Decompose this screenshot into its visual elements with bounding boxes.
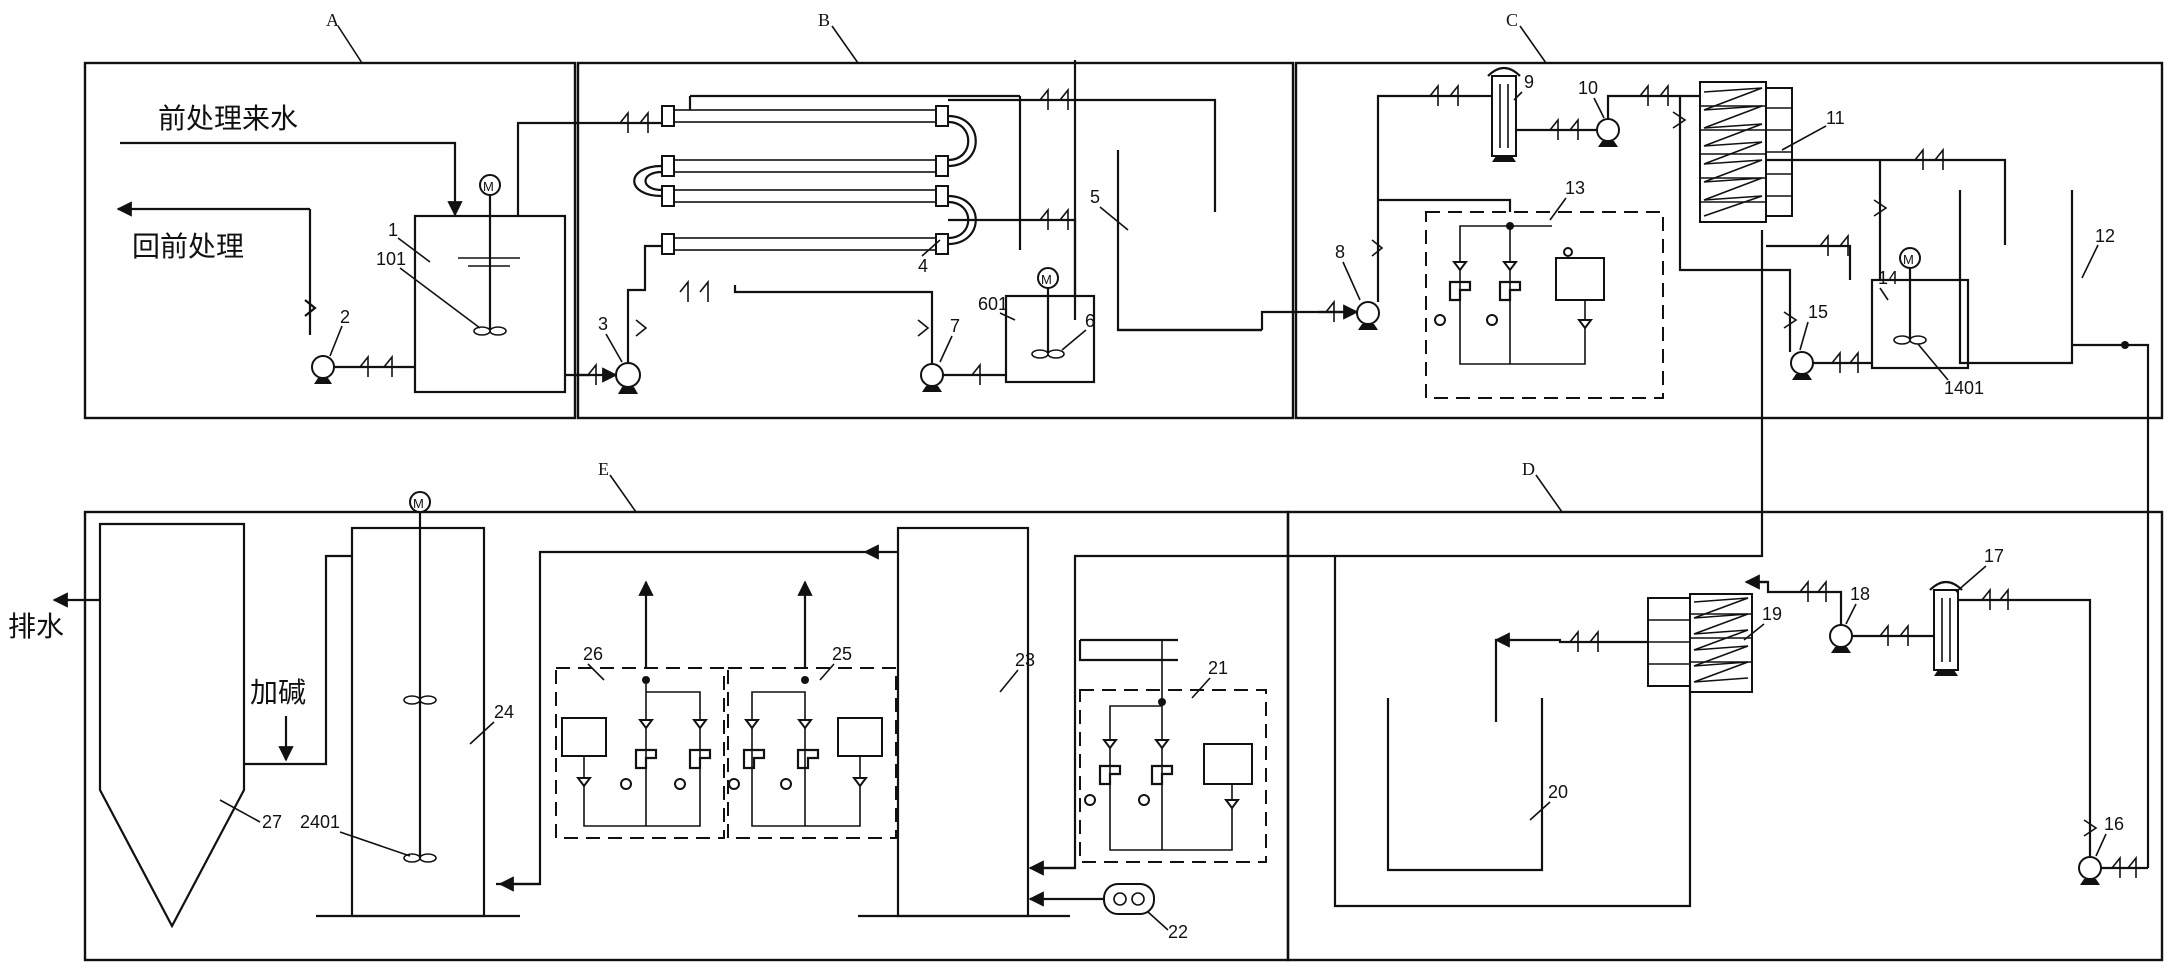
label-22: 22 [1168, 922, 1188, 942]
pump-18 [1829, 624, 1853, 648]
section-label-d: D [1522, 459, 1535, 479]
clarifier-27 [98, 522, 246, 929]
pump-2 [311, 355, 335, 379]
section-c: 8 9 10 [1318, 66, 2150, 868]
reactor-24 [350, 526, 486, 918]
return-pretreat-text: 回前处理 [132, 230, 244, 263]
label-23: 23 [1015, 650, 1035, 670]
pump-10 [1596, 118, 1620, 142]
label-4: 4 [918, 256, 928, 276]
label-12: 12 [2095, 226, 2115, 246]
dosing-skid-13 [1425, 211, 1664, 399]
heat-exchanger-4 [633, 94, 1022, 255]
label-2: 2 [340, 307, 350, 327]
label-24: 24 [494, 702, 514, 722]
tank-14 [1870, 278, 1970, 370]
pump-7 [920, 363, 944, 387]
label-20: 20 [1548, 782, 1568, 802]
dosing-skid-25 [727, 580, 897, 839]
svg-text:M: M [1041, 272, 1052, 287]
label-10: 10 [1578, 78, 1598, 98]
section-label-e: E [598, 459, 609, 479]
label-21: 21 [1208, 658, 1228, 678]
label-19: 19 [1762, 604, 1782, 624]
section-d: 16 17 18 [1333, 230, 2148, 908]
section-c-frame [1294, 61, 2164, 420]
blower-22 [1103, 883, 1155, 915]
tank-6 [1004, 294, 1096, 384]
pump-8 [1356, 301, 1380, 325]
filter-17 [1929, 580, 1963, 676]
section-b: 3 4 [576, 60, 1345, 394]
label-17: 17 [1984, 546, 2004, 566]
label-14: 14 [1878, 268, 1898, 288]
label-25: 25 [832, 644, 852, 664]
heat-exchanger-19 [1647, 593, 1753, 693]
heat-exchanger-11 [1699, 81, 1793, 223]
pretreat-inflow-text: 前处理来水 [158, 102, 298, 135]
section-frames [83, 61, 2164, 962]
label-11: 11 [1826, 108, 1845, 128]
section-b-frame [576, 61, 1295, 420]
label-27: 27 [262, 812, 282, 832]
tank-12 [1958, 190, 2074, 365]
pump-3 [615, 362, 641, 388]
section-d-frame [1286, 510, 2164, 962]
label-1: 1 [388, 220, 398, 240]
tower-23 [896, 526, 1030, 918]
svg-text:M: M [483, 179, 494, 194]
tank-20 [1386, 698, 1544, 872]
section-a-frame [83, 61, 577, 420]
section-label-b: B [818, 10, 830, 30]
pump-15 [1790, 351, 1814, 375]
svg-text:M: M [413, 496, 424, 511]
svg-text:M: M [1903, 252, 1914, 267]
drain-text: 排水 [8, 610, 64, 643]
tank-5 [1116, 150, 1262, 332]
label-5: 5 [1090, 187, 1100, 207]
label-15: 15 [1808, 302, 1828, 322]
label-2401: 2401 [300, 812, 340, 832]
label-9: 9 [1524, 72, 1534, 92]
section-callouts: A B C E D [326, 10, 1563, 513]
section-label-a: A [326, 10, 339, 30]
dosing-skid-26 [555, 580, 725, 839]
label-13: 13 [1565, 178, 1585, 198]
label-16: 16 [2104, 814, 2124, 834]
section-a: 前处理来水 回前处理 M 1 101 2 [116, 102, 605, 394]
filter-9 [1487, 66, 1521, 162]
label-6: 6 [1085, 311, 1095, 331]
section-e: 23 22 [8, 491, 1335, 942]
pump-16 [2078, 856, 2102, 880]
section-label-c: C [1506, 10, 1518, 30]
label-101: 101 [376, 249, 406, 269]
dosing-skid-21 [1079, 640, 1267, 863]
add-alkali-text: 加碱 [250, 676, 306, 709]
label-601: 601 [978, 294, 1008, 314]
label-18: 18 [1850, 584, 1870, 604]
label-7: 7 [950, 316, 960, 336]
label-1401: 1401 [1944, 378, 1984, 398]
label-8: 8 [1335, 242, 1345, 262]
label-3: 3 [598, 314, 608, 334]
label-26: 26 [583, 644, 603, 664]
